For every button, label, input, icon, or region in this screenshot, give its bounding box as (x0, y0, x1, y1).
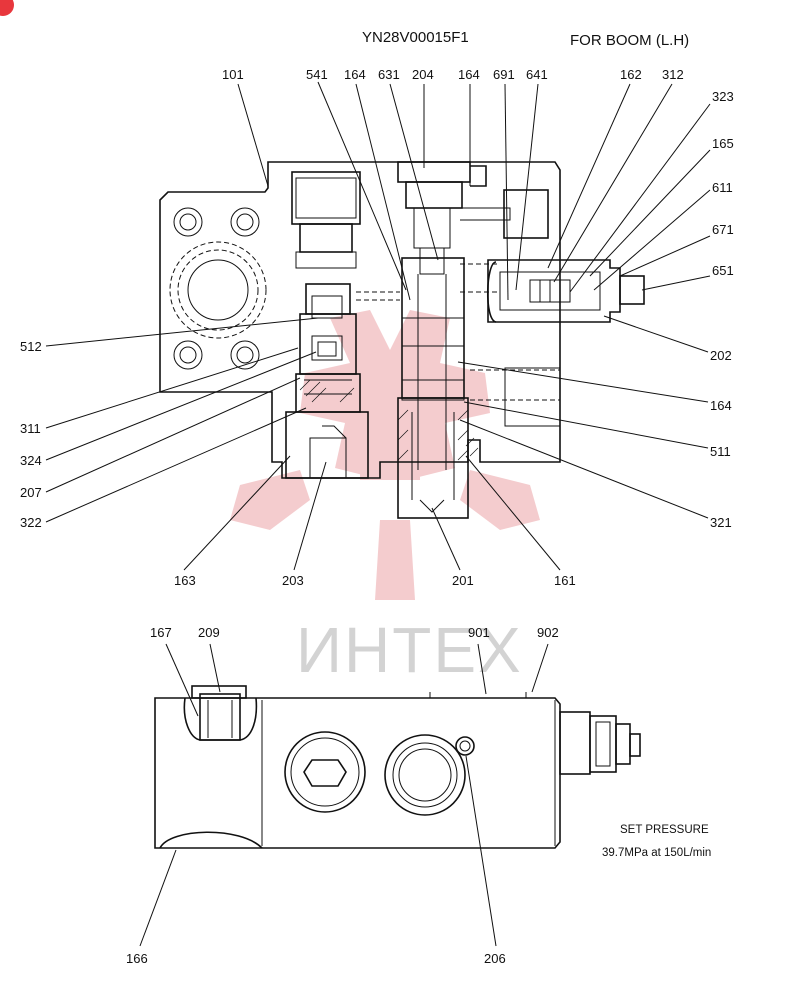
callout-label: 312 (662, 67, 684, 82)
callout-label: 611 (712, 180, 733, 195)
callout-label: 902 (537, 625, 559, 640)
callout-label: 203 (282, 573, 304, 588)
callout-label: 162 (620, 67, 642, 82)
callout-label: 311 (20, 421, 41, 436)
callout-label: 201 (452, 573, 474, 588)
callout-label: 202 (710, 348, 732, 363)
callout-label: 651 (712, 263, 734, 278)
callout-label: 164 (344, 67, 366, 82)
side-view (154, 685, 641, 849)
callout-label: 641 (526, 67, 548, 82)
watermark: ИНТЕХ (230, 310, 540, 686)
callout-label: 511 (710, 444, 731, 459)
drawing-code: YN28V00015F1 (362, 29, 469, 46)
set-pressure-label: SET PRESSURE (620, 824, 709, 836)
callout-label: 166 (126, 951, 148, 966)
callout-label: 163 (174, 573, 196, 588)
callout-label: 323 (712, 89, 734, 104)
callout-label: 901 (468, 625, 490, 640)
callout-label: 206 (484, 951, 506, 966)
callout-label: 164 (710, 398, 732, 413)
callout-label: 541 (306, 67, 328, 82)
callout-label: 165 (712, 136, 734, 151)
drawing-usage: FOR BOOM (L.H) (570, 32, 689, 49)
callout-label: 161 (554, 573, 576, 588)
leader-lines (45, 81, 711, 947)
callout-label: 321 (710, 515, 732, 530)
callout-label: 322 (20, 515, 42, 530)
callout-label: 691 (493, 67, 515, 82)
callout-label: 207 (20, 485, 42, 500)
callout-label: 671 (712, 222, 734, 237)
callout-label: 324 (20, 453, 42, 468)
watermark-logo-icon (230, 310, 540, 600)
set-pressure-value: 39.7MPa at 150L/min (602, 847, 711, 859)
callout-label: 164 (458, 67, 480, 82)
callout-label: 167 (150, 625, 172, 640)
callout-label: 204 (412, 67, 434, 82)
callout-label: 512 (20, 339, 42, 354)
callout-label: 631 (378, 67, 400, 82)
callout-labels: 101 541 164 631 204 164 691 641 162 312 … (20, 67, 734, 966)
callout-label: 209 (198, 625, 220, 640)
corner-badge-icon (0, 0, 14, 16)
callout-label: 101 (222, 67, 244, 82)
